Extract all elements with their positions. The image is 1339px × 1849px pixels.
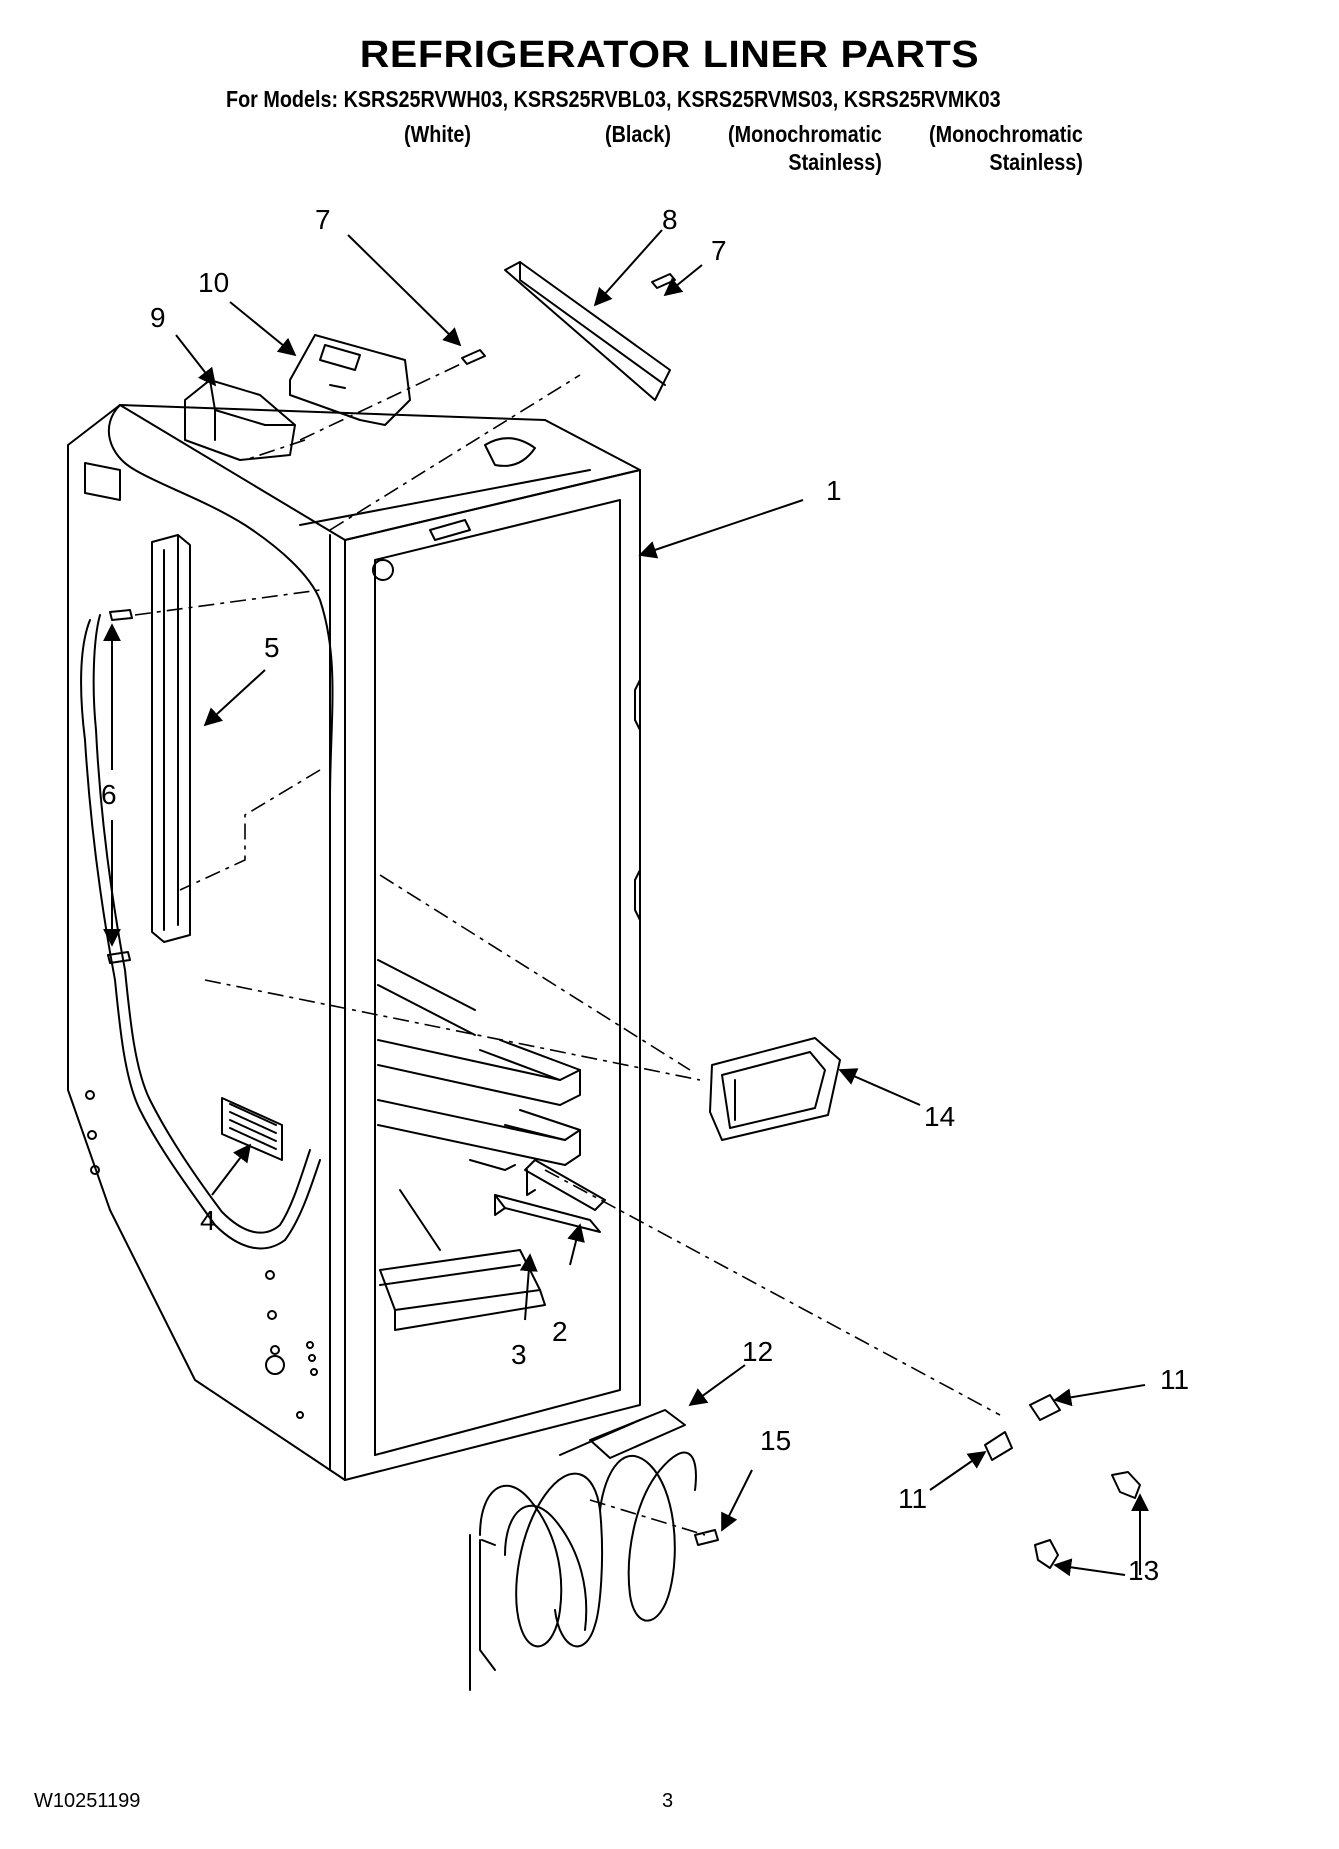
page-title: REFRIGERATOR LINER PARTS bbox=[359, 34, 980, 76]
callout-8: 8 bbox=[662, 204, 678, 235]
variant-monochromatic-1: (Monochromatic Stainless) bbox=[728, 120, 882, 176]
variant-label: (Monochromatic bbox=[728, 121, 882, 147]
liner-cabinet bbox=[67, 404, 641, 1481]
variant-label: (Monochromatic bbox=[929, 121, 1083, 147]
screw-part-15 bbox=[694, 1529, 719, 1546]
heater-coil bbox=[469, 1409, 697, 1691]
clips-part-11 bbox=[984, 1394, 1061, 1461]
trim-strip bbox=[504, 261, 671, 401]
variant-label-line2: Stainless) bbox=[788, 149, 882, 175]
fasteners-part-13 bbox=[1034, 1471, 1141, 1569]
callout-11a: 11 bbox=[1160, 1364, 1190, 1395]
vent-grille bbox=[221, 1097, 283, 1161]
callout-5: 5 bbox=[264, 632, 280, 663]
variant-white: (White) bbox=[404, 120, 471, 148]
variant-label: (White) bbox=[404, 121, 472, 147]
variant-monochromatic-2: (Monochromatic Stainless) bbox=[929, 120, 1083, 176]
callout-13: 13 bbox=[1128, 1555, 1160, 1586]
callout-9: 9 bbox=[150, 302, 166, 333]
variant-black: (Black) bbox=[605, 120, 671, 148]
variant-label-line2: Stainless) bbox=[989, 149, 1083, 175]
models-line: For Models: KSRS25RVWH03, KSRS25RVBL03, … bbox=[226, 86, 1001, 112]
assembly-lines bbox=[134, 361, 1001, 1536]
callout-4: 4 bbox=[200, 1205, 216, 1236]
callout-6: 6 bbox=[101, 779, 117, 810]
callout-14: 14 bbox=[924, 1101, 956, 1132]
screws-part-6 bbox=[107, 609, 133, 964]
light-housing bbox=[709, 1037, 841, 1141]
callout-15: 15 bbox=[760, 1425, 792, 1456]
control-housing bbox=[184, 379, 296, 461]
mounting-bracket bbox=[289, 334, 411, 426]
callout-7a: 7 bbox=[315, 204, 331, 235]
small-brackets bbox=[494, 1159, 606, 1233]
callout-arrows bbox=[103, 229, 1149, 1577]
callout-11b: 11 bbox=[898, 1483, 928, 1514]
document-number: W10251199 bbox=[34, 1790, 141, 1812]
callout-10: 10 bbox=[198, 267, 230, 298]
callout-3: 3 bbox=[511, 1339, 527, 1370]
shelf-ladder-rail bbox=[151, 534, 191, 943]
callout-7b: 7 bbox=[711, 235, 727, 266]
page-number: 3 bbox=[662, 1790, 674, 1812]
callout-1: 1 bbox=[826, 475, 842, 506]
callout-2: 2 bbox=[552, 1316, 568, 1347]
variant-label: (Black) bbox=[605, 121, 671, 147]
callout-12: 12 bbox=[742, 1336, 774, 1367]
